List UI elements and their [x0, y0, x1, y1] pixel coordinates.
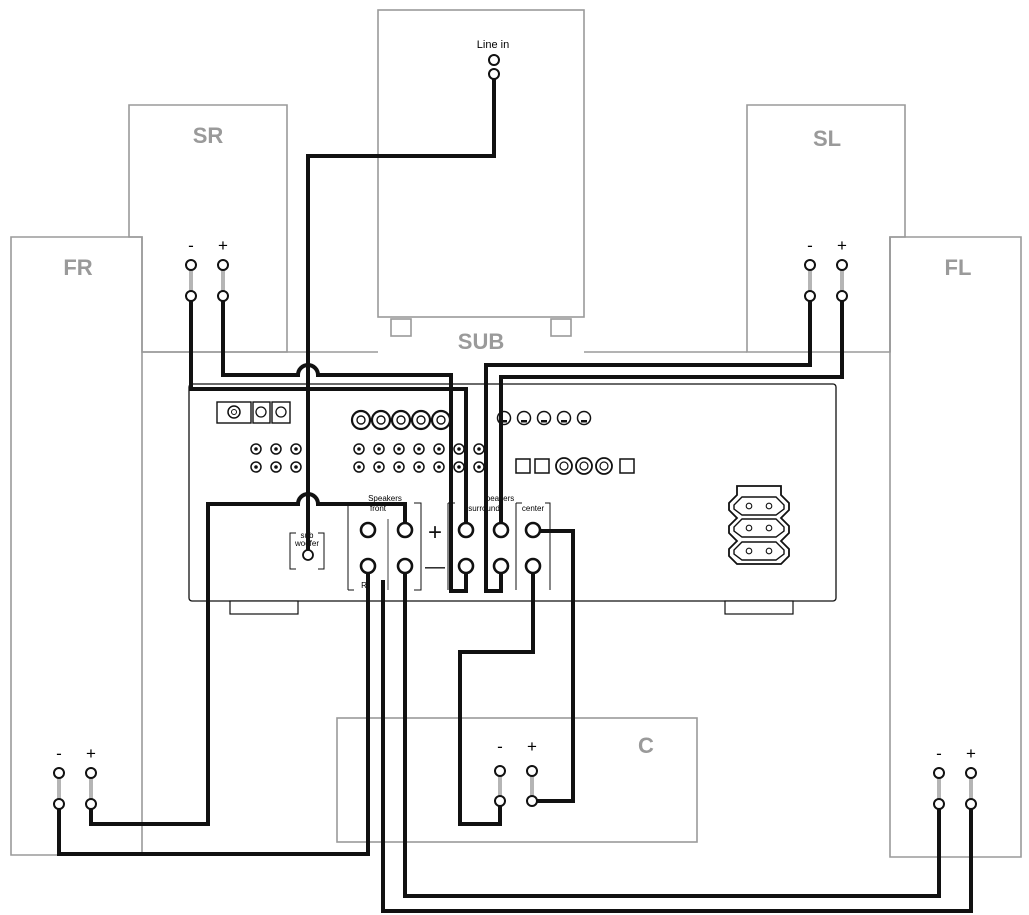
- speaker-c-label: C: [638, 733, 654, 758]
- sl-plus-sign: +: [837, 236, 847, 255]
- wires: [57, 78, 973, 913]
- digital-jacks: [515, 457, 635, 475]
- wire-c-plus: [533, 529, 575, 803]
- c-terminals: - +: [494, 737, 538, 807]
- sl-terminals: - +: [804, 236, 848, 302]
- speaker-fl: FL: [889, 236, 1022, 858]
- wire-sr-plus: [221, 296, 468, 593]
- sr-plus-sign: +: [218, 236, 228, 255]
- r-mark: R: [361, 581, 367, 590]
- power-outlet: [728, 485, 790, 565]
- speaker-sr: SR: [128, 104, 288, 353]
- wire-c-minus: [458, 567, 535, 826]
- sl-minus-sign: -: [807, 236, 813, 255]
- fl-plus-sign: +: [966, 744, 976, 763]
- surround-left-minus-terminal: [457, 557, 475, 575]
- wire-fl-minus: [403, 567, 941, 898]
- rca-jacks-left: [250, 443, 302, 473]
- sub-line-in-terminal: [488, 68, 500, 80]
- fr-terminals: - +: [53, 744, 97, 810]
- speaker-sl: SL: [746, 104, 906, 353]
- speaker-sub: SUB Line in: [377, 9, 585, 354]
- receiver-foot: [229, 600, 299, 615]
- speaker-fr: FR: [10, 236, 143, 856]
- speaker-fl-label: FL: [945, 255, 972, 280]
- sub-line-in-terminal: [488, 54, 500, 66]
- big-plus-sign: +: [428, 519, 442, 546]
- wire-fr-minus: [57, 567, 370, 856]
- speaker-fr-label: FR: [63, 255, 92, 280]
- big-minus-sign: —: [425, 556, 445, 578]
- fl-minus-sign: -: [936, 744, 942, 763]
- s-video-jacks: [496, 410, 592, 426]
- front-label: front: [370, 504, 387, 513]
- sr-minus-sign: -: [188, 236, 194, 255]
- front-right-minus-terminal: [396, 557, 414, 575]
- fr-minus-sign: -: [56, 744, 62, 763]
- c-minus-sign: -: [497, 737, 503, 756]
- receiver-foot: [724, 600, 794, 615]
- wire-sl-plus: [499, 296, 844, 530]
- wire-sl-minus: [484, 296, 812, 593]
- center-label: center: [522, 504, 545, 513]
- subwoofer-jack: [302, 549, 314, 561]
- front-left-plus-terminal: [359, 521, 377, 539]
- fl-terminals: - +: [933, 744, 977, 810]
- speaker-sr-label: SR: [193, 123, 224, 148]
- speakers-group-front-label: Speakers: [368, 494, 402, 503]
- room-outline: [142, 237, 891, 353]
- rca-jacks-large: [350, 409, 452, 431]
- front-right-plus-terminal: [396, 521, 414, 539]
- rca-jacks-middle: [353, 443, 485, 473]
- center-plus-terminal: [524, 521, 542, 539]
- wire-fl-plus: [381, 580, 973, 913]
- front-left-minus-terminal: [359, 557, 377, 575]
- c-plus-sign: +: [527, 737, 537, 756]
- surround-left-plus-terminal: [457, 521, 475, 539]
- surround-right-minus-terminal: [492, 557, 510, 575]
- wire-sr-minus: [189, 296, 468, 530]
- av-receiver: sub woofer Speakers front peakers surrou…: [188, 383, 837, 615]
- speaker-sl-label: SL: [813, 126, 841, 151]
- speaker-c: C: [336, 717, 698, 843]
- center-minus-terminal: [524, 557, 542, 575]
- surround-right-plus-terminal: [492, 521, 510, 539]
- receiver-speaker-terminals: [359, 521, 542, 575]
- sr-terminals: - +: [185, 236, 229, 302]
- wire-subwoofer: [306, 78, 496, 550]
- wire-fr-plus: [89, 492, 407, 826]
- fr-plus-sign: +: [86, 744, 96, 763]
- sub-line-in-label: Line in: [477, 39, 509, 51]
- speaker-sub-label: SUB: [458, 329, 504, 354]
